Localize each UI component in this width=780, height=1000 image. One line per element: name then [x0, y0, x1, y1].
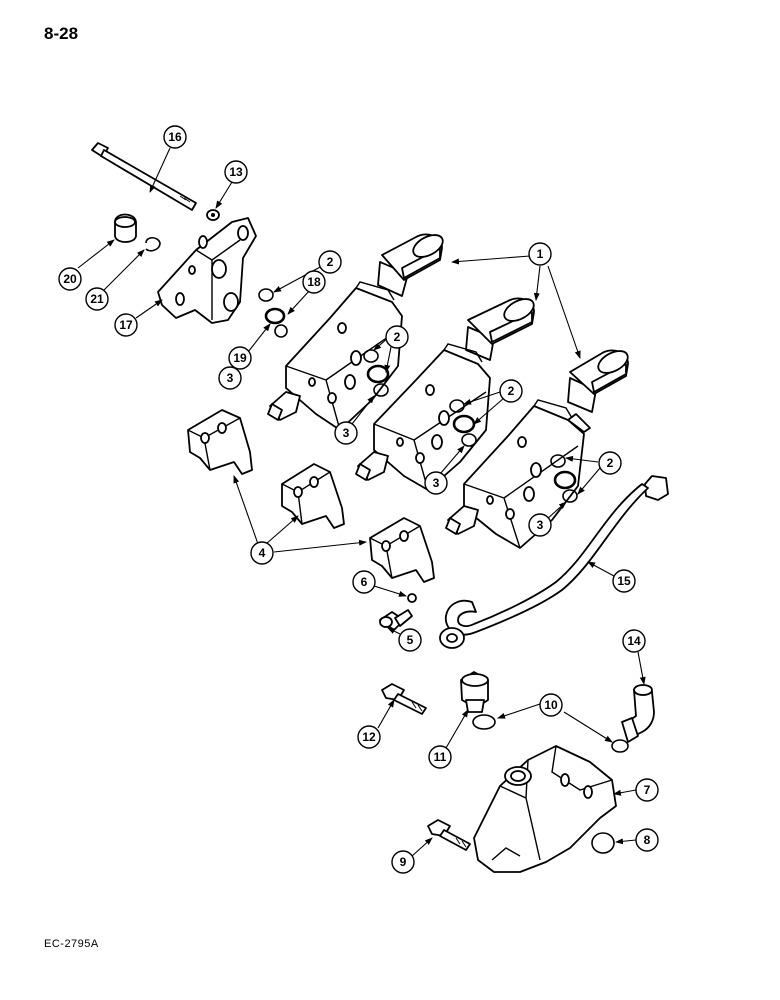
svg-text:2: 2	[508, 384, 515, 398]
callout-12: 12	[357, 725, 381, 749]
seal-set-section-a	[363, 349, 390, 397]
callout-5: 5	[398, 628, 422, 652]
tube-part	[439, 475, 669, 649]
fitting-part	[460, 671, 489, 713]
svg-text:2: 2	[607, 456, 614, 470]
svg-text:2: 2	[327, 255, 334, 269]
bracket-part-1	[187, 409, 253, 475]
bolt-part-12	[381, 683, 427, 715]
o-ring-part-8	[591, 832, 615, 854]
elbow-fitting-part	[621, 684, 655, 743]
svg-text:10: 10	[544, 698, 558, 712]
svg-text:18: 18	[307, 275, 321, 289]
bracket-part-3	[369, 517, 435, 583]
svg-text:8: 8	[644, 833, 651, 847]
svg-text:21: 21	[90, 292, 104, 306]
svg-text:6: 6	[361, 575, 368, 589]
svg-text:20: 20	[63, 272, 77, 286]
svg-text:11: 11	[434, 750, 447, 764]
callout-2-section-a: 2	[385, 325, 409, 349]
svg-text:7: 7	[644, 783, 651, 797]
svg-text:1: 1	[537, 247, 544, 261]
valve-section-b	[355, 297, 535, 491]
svg-text:2: 2	[394, 330, 401, 344]
figure-code: EC-2795A	[44, 938, 99, 950]
svg-text:5: 5	[407, 633, 414, 647]
callout-19: 19	[228, 346, 252, 370]
callout-16: 16	[163, 125, 187, 149]
callout-7: 7	[635, 778, 659, 802]
bracket-part-2	[281, 463, 345, 529]
washer-part	[206, 209, 220, 221]
callout-2-section-b: 2	[499, 379, 523, 403]
callout-9: 9	[391, 850, 415, 874]
callout-3-section-b: 3	[424, 471, 448, 495]
callout-21: 21	[85, 287, 109, 311]
callout-17: 17	[114, 313, 138, 337]
inlet-cover-part	[473, 745, 617, 873]
callout-10: 10	[539, 693, 563, 717]
callout-4: 4	[250, 541, 274, 565]
page-number: 8-28	[44, 24, 79, 43]
svg-text:4: 4	[259, 546, 266, 560]
callout-1: 1	[528, 242, 552, 266]
callout-11: 11	[428, 745, 452, 769]
valve-section-a	[267, 233, 444, 431]
callout-20: 20	[58, 267, 82, 291]
svg-text:15: 15	[617, 574, 631, 588]
callout-3-section-a: 3	[334, 421, 358, 445]
svg-text:3: 3	[537, 518, 544, 532]
svg-text:13: 13	[229, 165, 243, 179]
callout-8: 8	[635, 828, 659, 852]
callout-2-section-c: 2	[598, 451, 622, 475]
end-cover-part	[157, 217, 257, 324]
svg-text:3: 3	[433, 476, 440, 490]
callout-3-section-c: 3	[528, 513, 552, 537]
nut-part	[407, 593, 417, 603]
screw-part	[379, 609, 413, 631]
svg-text:9: 9	[400, 855, 407, 869]
callout-18: 18	[302, 270, 326, 294]
svg-text:19: 19	[233, 351, 247, 365]
callout-13: 13	[224, 160, 248, 184]
seal-set-section-c	[550, 454, 578, 503]
callout-14: 14	[622, 629, 646, 653]
plug-part	[114, 213, 137, 243]
callout-6: 6	[352, 570, 376, 594]
callout-3-end-cover: 3	[218, 366, 242, 390]
snap-ring-part	[145, 236, 161, 252]
o-ring-part-a	[472, 714, 496, 730]
o-ring-part-b	[611, 739, 629, 753]
svg-text:16: 16	[168, 130, 182, 144]
svg-text:3: 3	[227, 371, 234, 385]
tie-bolt-part	[91, 142, 197, 211]
callout-15: 15	[612, 569, 636, 593]
svg-text:17: 17	[119, 318, 133, 332]
svg-text:12: 12	[362, 730, 376, 744]
callout-2-end-cover: 2	[318, 250, 342, 274]
seal-set-end-cover	[258, 288, 288, 338]
bolt-part-9	[427, 819, 471, 851]
svg-text:3: 3	[343, 426, 350, 440]
svg-text:14: 14	[627, 634, 641, 648]
